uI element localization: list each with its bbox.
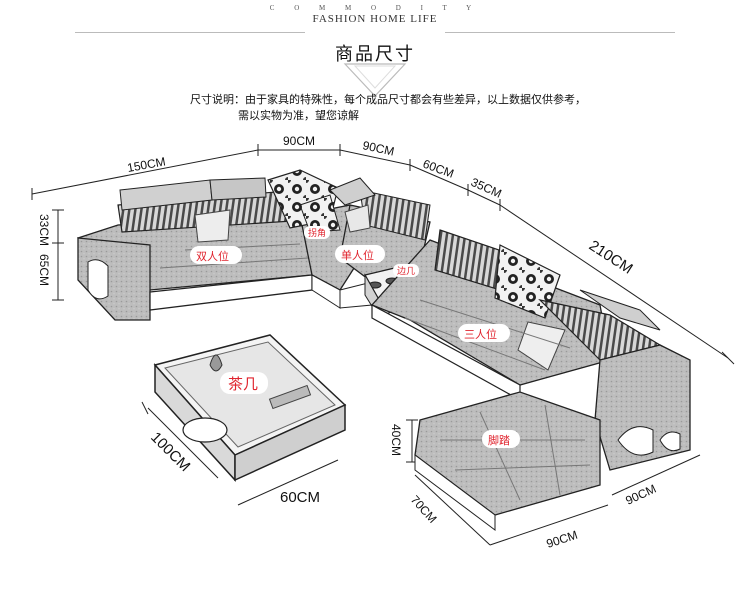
label-double-seat-wrap: 双人位 xyxy=(190,246,242,264)
dim-60-table: 60CM xyxy=(280,489,320,506)
dim-70: 70CM xyxy=(408,493,440,526)
label-corner: 拐角 xyxy=(308,227,326,239)
label-double-seat: 双人位 xyxy=(196,249,229,263)
dim-90-b: 90CM xyxy=(361,138,395,158)
label-footrest: 脚踏 xyxy=(488,433,510,447)
brand-commodity: C O M M O D I T Y xyxy=(269,4,481,12)
divider-left xyxy=(75,32,305,33)
dim-150: 150CM xyxy=(126,154,167,175)
dim-35: 35CM xyxy=(469,175,504,201)
tea-table xyxy=(153,334,347,482)
label-side-table: 边几 xyxy=(397,266,415,277)
brand-name: FASHION HOME LIFE xyxy=(312,13,438,25)
label-single-seat: 单人位 xyxy=(341,248,374,262)
dim-40: 40CM xyxy=(389,424,403,456)
label-tea-table-wrap: 茶几 xyxy=(220,372,268,394)
size-notes-line2: 需以实物为准，望您谅解 xyxy=(238,109,359,122)
dim-90-a: 90CM xyxy=(283,134,315,148)
triple-seat xyxy=(370,229,662,402)
divider-right xyxy=(445,32,675,33)
chaise-arm xyxy=(594,344,691,471)
dim-90-d: 90CM xyxy=(623,482,658,508)
size-notes-line1: 尺寸说明：由于家具的特殊性，每个成品尺寸都会有些差异，以上数据仅供参考， xyxy=(190,93,586,106)
label-single-seat-wrap: 单人位 xyxy=(335,245,385,263)
size-notes: 尺寸说明：由于家具的特殊性，每个成品尺寸都会有些差异，以上数据仅供参考， 需以实… xyxy=(190,92,610,124)
header: C O M M O D I T Y FASHION HOME LIFE 商品尺寸 xyxy=(0,0,750,100)
footrest xyxy=(414,391,601,531)
page-title: 商品尺寸 xyxy=(335,44,415,65)
dim-33: 33CM xyxy=(37,214,51,246)
dim-210: 210CM xyxy=(586,237,636,278)
dim-65: 65CM xyxy=(37,254,51,286)
label-footrest-wrap: 脚踏 xyxy=(482,430,520,448)
dim-90-c: 90CM xyxy=(545,528,580,551)
label-side-table-wrap: 边几 xyxy=(393,264,419,277)
label-tea-table: 茶几 xyxy=(228,375,258,393)
dimension-lines xyxy=(31,144,735,546)
label-triple-seat-wrap: 三人位 xyxy=(458,324,510,342)
label-triple-seat: 三人位 xyxy=(464,327,497,341)
label-corner-wrap: 拐角 xyxy=(304,226,330,239)
brand-logo xyxy=(343,63,407,97)
